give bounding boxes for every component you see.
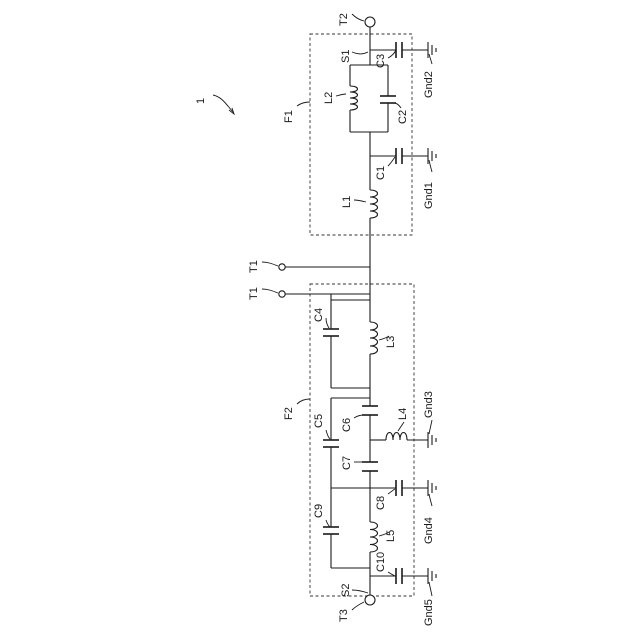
node-s1: S1 bbox=[340, 50, 368, 63]
ground-gnd5-label: Gnd5 bbox=[423, 599, 435, 626]
terminal-t1-upper-label: T1 bbox=[248, 260, 260, 273]
node-s2: S2 bbox=[340, 584, 368, 597]
filter-f2-label: F2 bbox=[283, 407, 295, 420]
inductor-l5: L5 bbox=[370, 522, 397, 552]
terminal-t2-circle bbox=[365, 17, 375, 27]
terminal-t1-upper: T1 bbox=[248, 260, 370, 273]
inductor-l3: L3 bbox=[370, 322, 397, 354]
inductor-l4: L4 bbox=[370, 408, 428, 440]
ground-gnd4: Gnd4 bbox=[423, 480, 436, 544]
ground-gnd3-label: Gnd3 bbox=[423, 391, 435, 418]
capacitor-c3: C3 bbox=[370, 42, 428, 68]
figure-reference: 1 bbox=[195, 95, 234, 114]
capacitor-c7: C7 bbox=[341, 456, 378, 471]
inductor-l2: L2 bbox=[323, 86, 358, 110]
figure-ref-label: 1 bbox=[195, 98, 207, 104]
figure-ref-leader bbox=[213, 95, 233, 112]
terminal-t3: T3 bbox=[338, 595, 375, 622]
filter-f1-box bbox=[310, 34, 412, 235]
capacitor-c2: C2 bbox=[380, 96, 409, 124]
capacitor-c6-label: C6 bbox=[341, 418, 353, 432]
capacitor-c4-label: C4 bbox=[313, 308, 325, 322]
terminal-t1-upper-circle bbox=[279, 264, 285, 270]
terminal-t2: T2 bbox=[338, 13, 375, 27]
capacitor-c5-label: C5 bbox=[313, 414, 325, 428]
capacitor-c1: C1 bbox=[370, 148, 428, 180]
capacitor-c6: C6 bbox=[341, 406, 378, 432]
filter-f1-label: F1 bbox=[283, 110, 295, 123]
capacitor-c8: C8 bbox=[370, 480, 428, 510]
capacitor-c4: C4 bbox=[313, 308, 339, 336]
inductor-l4-label: L4 bbox=[397, 408, 409, 420]
capacitor-c10-label: C10 bbox=[375, 552, 387, 572]
f2-left-rail bbox=[331, 294, 370, 388]
capacitor-c3-label: C3 bbox=[375, 54, 387, 68]
filter-f1-label-group: F1 bbox=[283, 102, 310, 123]
terminal-t3-circle bbox=[365, 595, 375, 605]
node-s1-label: S1 bbox=[340, 50, 352, 63]
terminal-t1-lower: T1 bbox=[248, 287, 370, 300]
ground-gnd2-label: Gnd2 bbox=[423, 71, 435, 98]
inductor-l5-label: L5 bbox=[385, 530, 397, 542]
ground-gnd1: Gnd1 bbox=[423, 148, 436, 209]
inductor-l1-label: L1 bbox=[341, 196, 353, 208]
capacitor-c7-label: C7 bbox=[341, 456, 353, 470]
capacitor-c9: C9 bbox=[313, 504, 339, 534]
capacitor-c2-label: C2 bbox=[397, 110, 409, 124]
figure-ref-arrowhead bbox=[229, 108, 234, 114]
capacitor-c10: C10 bbox=[370, 552, 428, 584]
capacitor-c5: C5 bbox=[313, 414, 339, 447]
capacitor-c1-label: C1 bbox=[375, 166, 387, 180]
filter-f2-label-group: F2 bbox=[283, 399, 310, 420]
terminal-t1-lower-circle bbox=[279, 291, 285, 297]
ground-gnd1-label: Gnd1 bbox=[423, 182, 435, 209]
capacitor-c8-label: C8 bbox=[375, 496, 387, 510]
ground-gnd4-label: Gnd4 bbox=[423, 517, 435, 544]
ground-gnd5: Gnd5 bbox=[423, 568, 436, 626]
terminal-t3-label: T3 bbox=[338, 609, 350, 622]
terminal-t2-label: T2 bbox=[338, 13, 350, 26]
inductor-l1: L1 bbox=[341, 190, 378, 218]
inductor-l2-label: L2 bbox=[323, 92, 335, 104]
capacitor-c9-label: C9 bbox=[313, 504, 325, 518]
terminal-t1-lower-label: T1 bbox=[248, 287, 260, 300]
node-s2-label: S2 bbox=[340, 584, 352, 597]
